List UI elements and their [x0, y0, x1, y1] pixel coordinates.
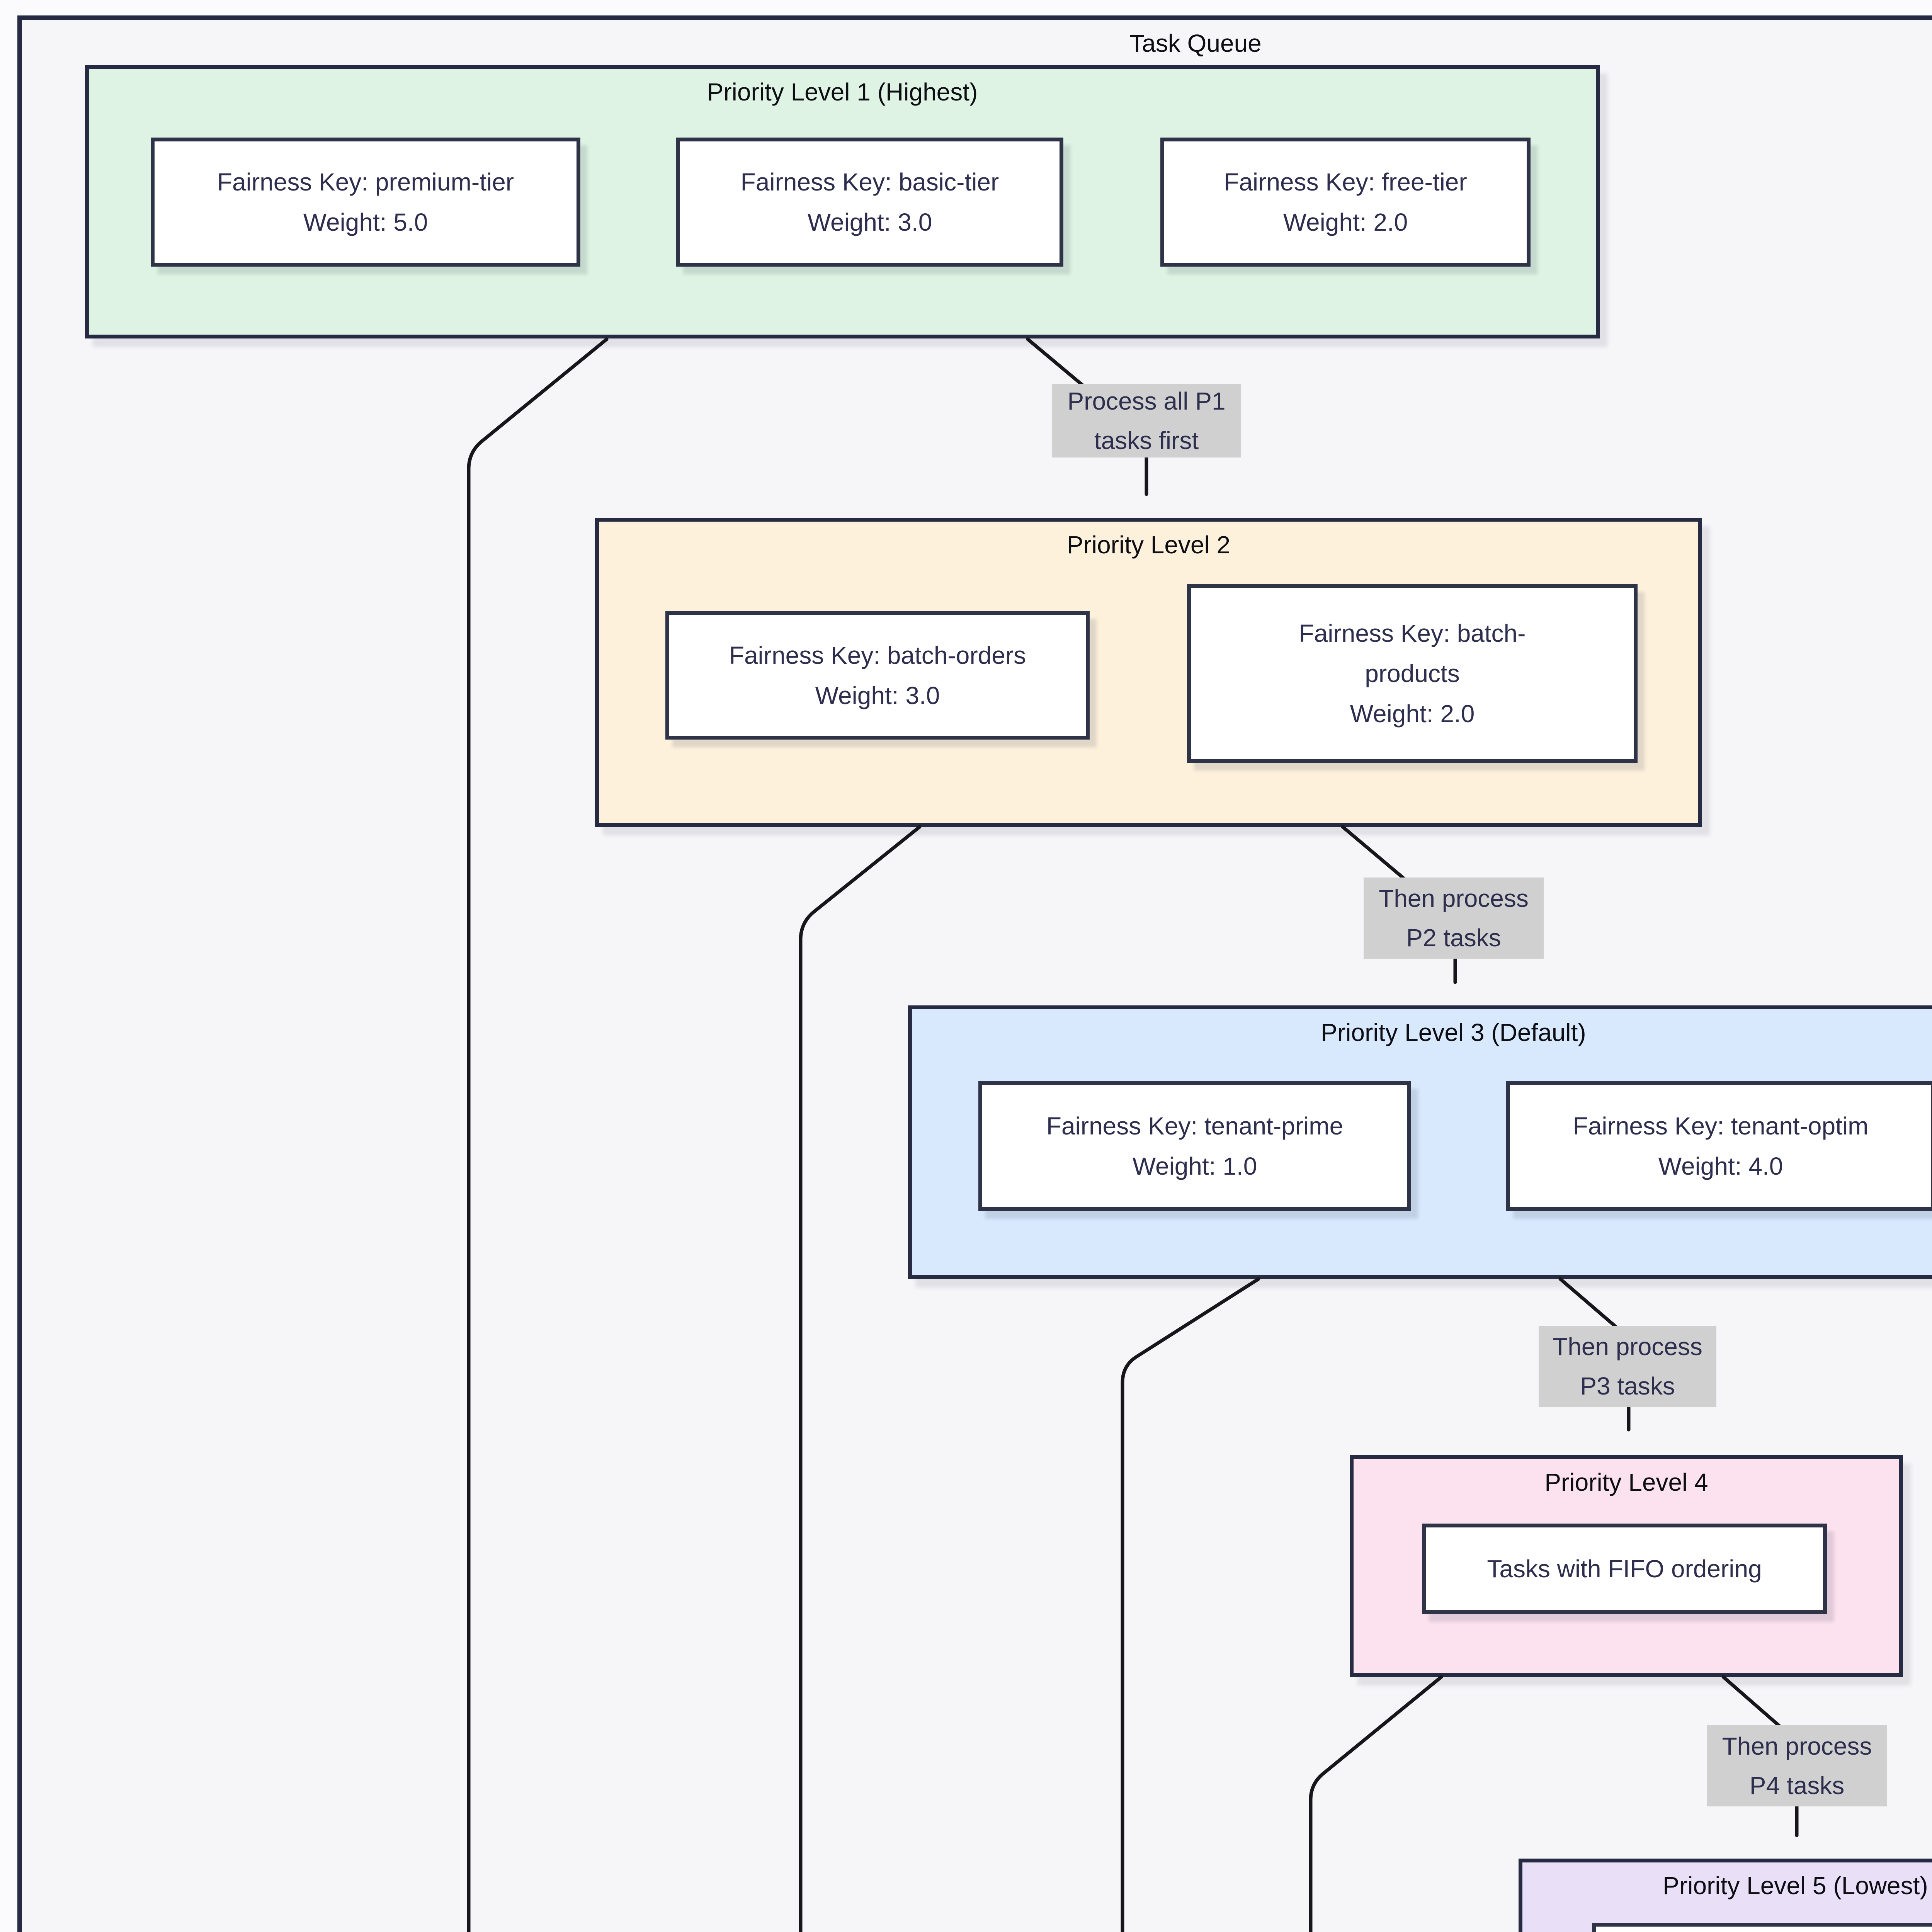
node-tenant-optim-line2: Weight: 4.0 — [1658, 1152, 1783, 1180]
edge-label-process-p2: Then process P2 tasks — [1364, 878, 1544, 959]
edge-label-process-p3: Then process P3 tasks — [1539, 1326, 1716, 1407]
edge-label-process-p4-line2: P4 tasks — [1749, 1772, 1845, 1799]
cluster-priority-2-title: Priority Level 2 — [1066, 531, 1231, 559]
node-basic-tier-line2: Weight: 3.0 — [807, 208, 932, 236]
node-premium-tier-line1: Fairness Key: premium-tier — [217, 168, 514, 196]
cluster-task-queue-title: Task Queue — [1129, 29, 1262, 57]
node-premium-tier: Fairness Key: premium-tier Weight: 5.0 — [151, 138, 580, 267]
node-fifo-p5: Tasks with FIFO ordering — [1592, 1923, 1932, 1932]
node-batch-products-line3: Weight: 2.0 — [1350, 700, 1475, 728]
cluster-priority-5-title: Priority Level 5 (Lowest) — [1663, 1872, 1928, 1900]
node-free-tier: Fairness Key: free-tier Weight: 2.0 — [1160, 138, 1531, 267]
edge-label-process-p1-line2: tasks first — [1094, 427, 1199, 454]
node-batch-orders-line2: Weight: 3.0 — [815, 682, 940, 709]
cluster-priority-1-title: Priority Level 1 (Highest) — [707, 78, 978, 106]
node-premium-tier-line2: Weight: 5.0 — [303, 208, 428, 236]
node-batch-orders: Fairness Key: batch-orders Weight: 3.0 — [665, 611, 1090, 740]
edge-label-process-p1-line1: Process all P1 — [1067, 387, 1226, 415]
node-free-tier-line2: Weight: 2.0 — [1283, 208, 1408, 236]
node-batch-products-line1: Fairness Key: batch- — [1299, 619, 1526, 647]
node-batch-products-line2: products — [1365, 660, 1460, 687]
edge-label-process-p4: Then process P4 tasks — [1707, 1725, 1887, 1806]
node-free-tier-line1: Fairness Key: free-tier — [1224, 168, 1467, 196]
edge-label-process-p3-line1: Then process — [1553, 1333, 1702, 1361]
node-tenant-prime-line1: Fairness Key: tenant-prime — [1046, 1112, 1344, 1140]
node-tenant-optim-line1: Fairness Key: tenant-optim — [1573, 1112, 1869, 1140]
node-batch-orders-line1: Fairness Key: batch-orders — [729, 641, 1026, 669]
node-tenant-prime: Fairness Key: tenant-prime Weight: 1.0 — [978, 1081, 1411, 1211]
node-tenant-optim: Fairness Key: tenant-optim Weight: 4.0 — [1506, 1081, 1932, 1211]
edge-label-process-p2-line2: P2 tasks — [1406, 924, 1501, 952]
edge-label-process-p1: Process all P1 tasks first — [1052, 384, 1241, 457]
cluster-priority-3-title: Priority Level 3 (Default) — [1321, 1019, 1586, 1046]
node-fifo-p4-line1: Tasks with FIFO ordering — [1487, 1555, 1762, 1583]
edge-label-process-p3-line2: P3 tasks — [1580, 1372, 1675, 1400]
node-basic-tier-line1: Fairness Key: basic-tier — [740, 168, 999, 196]
edge-label-process-p2-line1: Then process — [1379, 884, 1529, 912]
cluster-priority-4-title: Priority Level 4 — [1544, 1468, 1708, 1496]
node-basic-tier: Fairness Key: basic-tier Weight: 3.0 — [676, 138, 1063, 267]
node-batch-products: Fairness Key: batch- products Weight: 2.… — [1187, 584, 1638, 763]
edge-label-process-p4-line1: Then process — [1722, 1732, 1872, 1760]
node-tenant-prime-line2: Weight: 1.0 — [1132, 1152, 1257, 1180]
cluster-priority-5: Priority Level 5 (Lowest) — [1519, 1859, 1932, 1932]
node-fifo-p4: Tasks with FIFO ordering — [1422, 1524, 1827, 1614]
